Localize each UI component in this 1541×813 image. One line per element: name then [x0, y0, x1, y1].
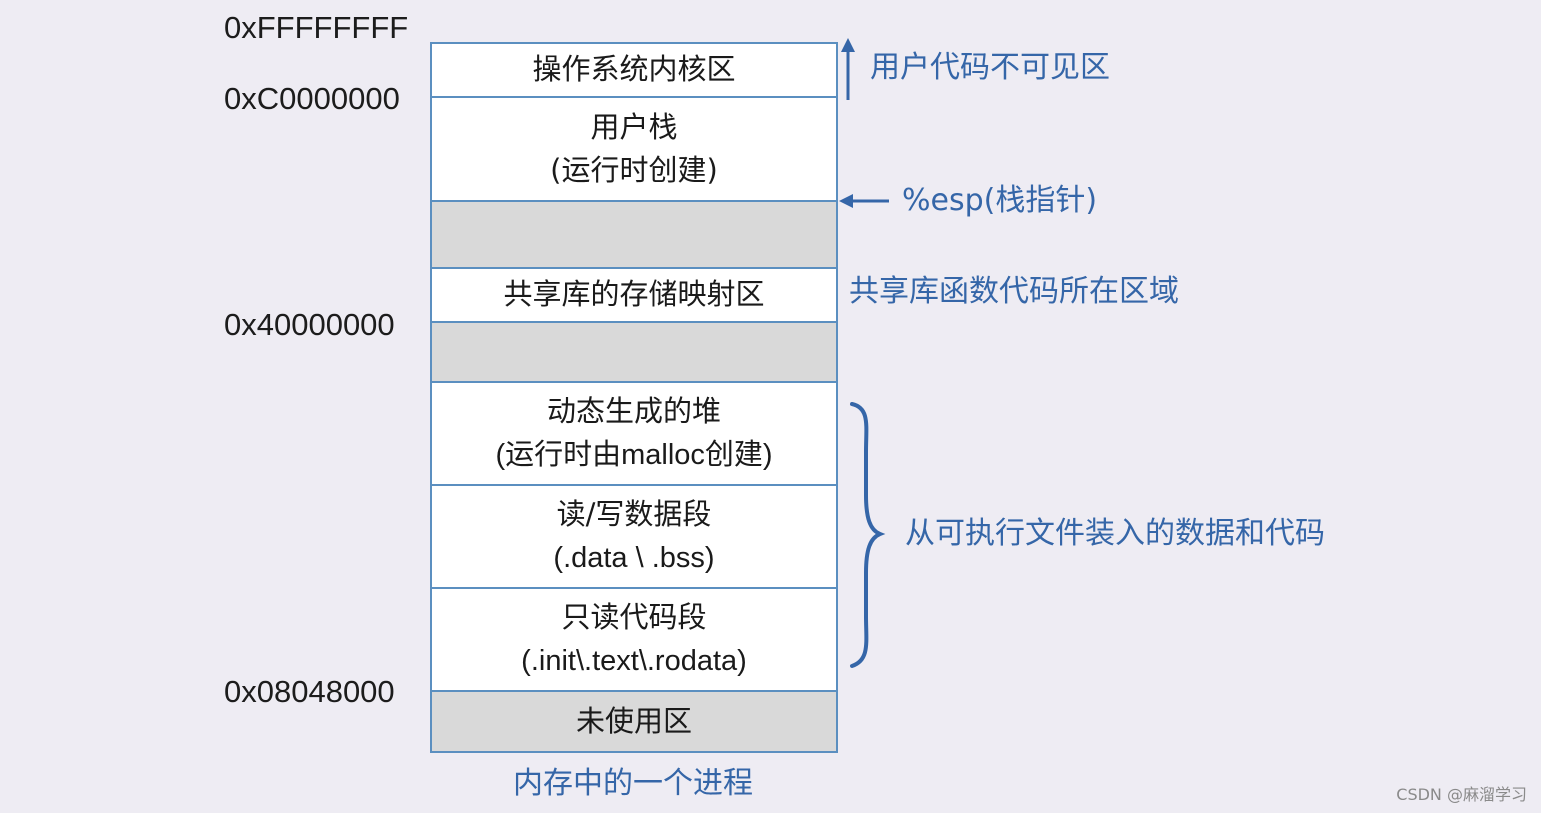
- left-arrow-icon: [839, 194, 889, 208]
- segment-free-gap-upper: [432, 202, 836, 269]
- address-shared: 0x40000000: [224, 307, 395, 342]
- segment-heap-label: 动态生成的堆: [546, 394, 721, 428]
- segment-shared-libraries: 共享库的存储映射区: [432, 269, 836, 323]
- segment-kernel-label: 操作系统内核区: [532, 52, 736, 87]
- segment-rw-data-note: (.data \ .bss): [553, 541, 715, 574]
- segment-user-stack-note: (运行时创建): [550, 153, 718, 187]
- segment-unused-label: 未使用区: [575, 703, 692, 738]
- annotation-stack-pointer: %esp(栈指针): [902, 183, 1098, 218]
- segment-unused: 未使用区: [432, 692, 836, 751]
- segment-heap: 动态生成的堆 (运行时由malloc创建): [432, 383, 836, 486]
- segment-free-gap-lower: [432, 323, 836, 383]
- diagram-caption: 内存中的一个进程: [513, 766, 753, 801]
- address-top: 0xFFFFFFFF: [224, 10, 409, 45]
- curly-brace-icon: [850, 402, 886, 668]
- segment-user-stack: 用户栈 (运行时创建): [432, 98, 836, 202]
- segment-kernel: 操作系统内核区: [432, 44, 836, 98]
- segment-ro-code: 只读代码段 (.init\.text\.rodata): [432, 589, 836, 692]
- segment-rw-data-label: 读/写数据段: [556, 497, 712, 531]
- segment-rw-data: 读/写数据段 (.data \ .bss): [432, 486, 836, 589]
- segment-ro-code-label: 只读代码段: [561, 600, 707, 634]
- address-kernel: 0xC0000000: [224, 81, 400, 116]
- segment-shared-libraries-label: 共享库的存储映射区: [503, 277, 765, 312]
- segment-heap-note: (运行时由malloc创建): [495, 438, 773, 471]
- memory-layout-stack: 操作系统内核区 用户栈 (运行时创建) 共享库的存储映射区 动态生成的堆 (运行…: [430, 42, 838, 753]
- watermark: CSDN @麻溜学习: [1396, 785, 1527, 804]
- up-arrow-icon: [841, 38, 855, 100]
- annotation-shared-library: 共享库函数代码所在区域: [849, 274, 1179, 309]
- annotation-kernel-invisible: 用户代码不可见区: [870, 50, 1110, 85]
- address-code-start: 0x08048000: [224, 674, 395, 709]
- segment-ro-code-note: (.init\.text\.rodata): [521, 644, 747, 677]
- segment-user-stack-label: 用户栈: [590, 109, 678, 144]
- annotation-loaded-from-executable: 从可执行文件装入的数据和代码: [905, 516, 1325, 551]
